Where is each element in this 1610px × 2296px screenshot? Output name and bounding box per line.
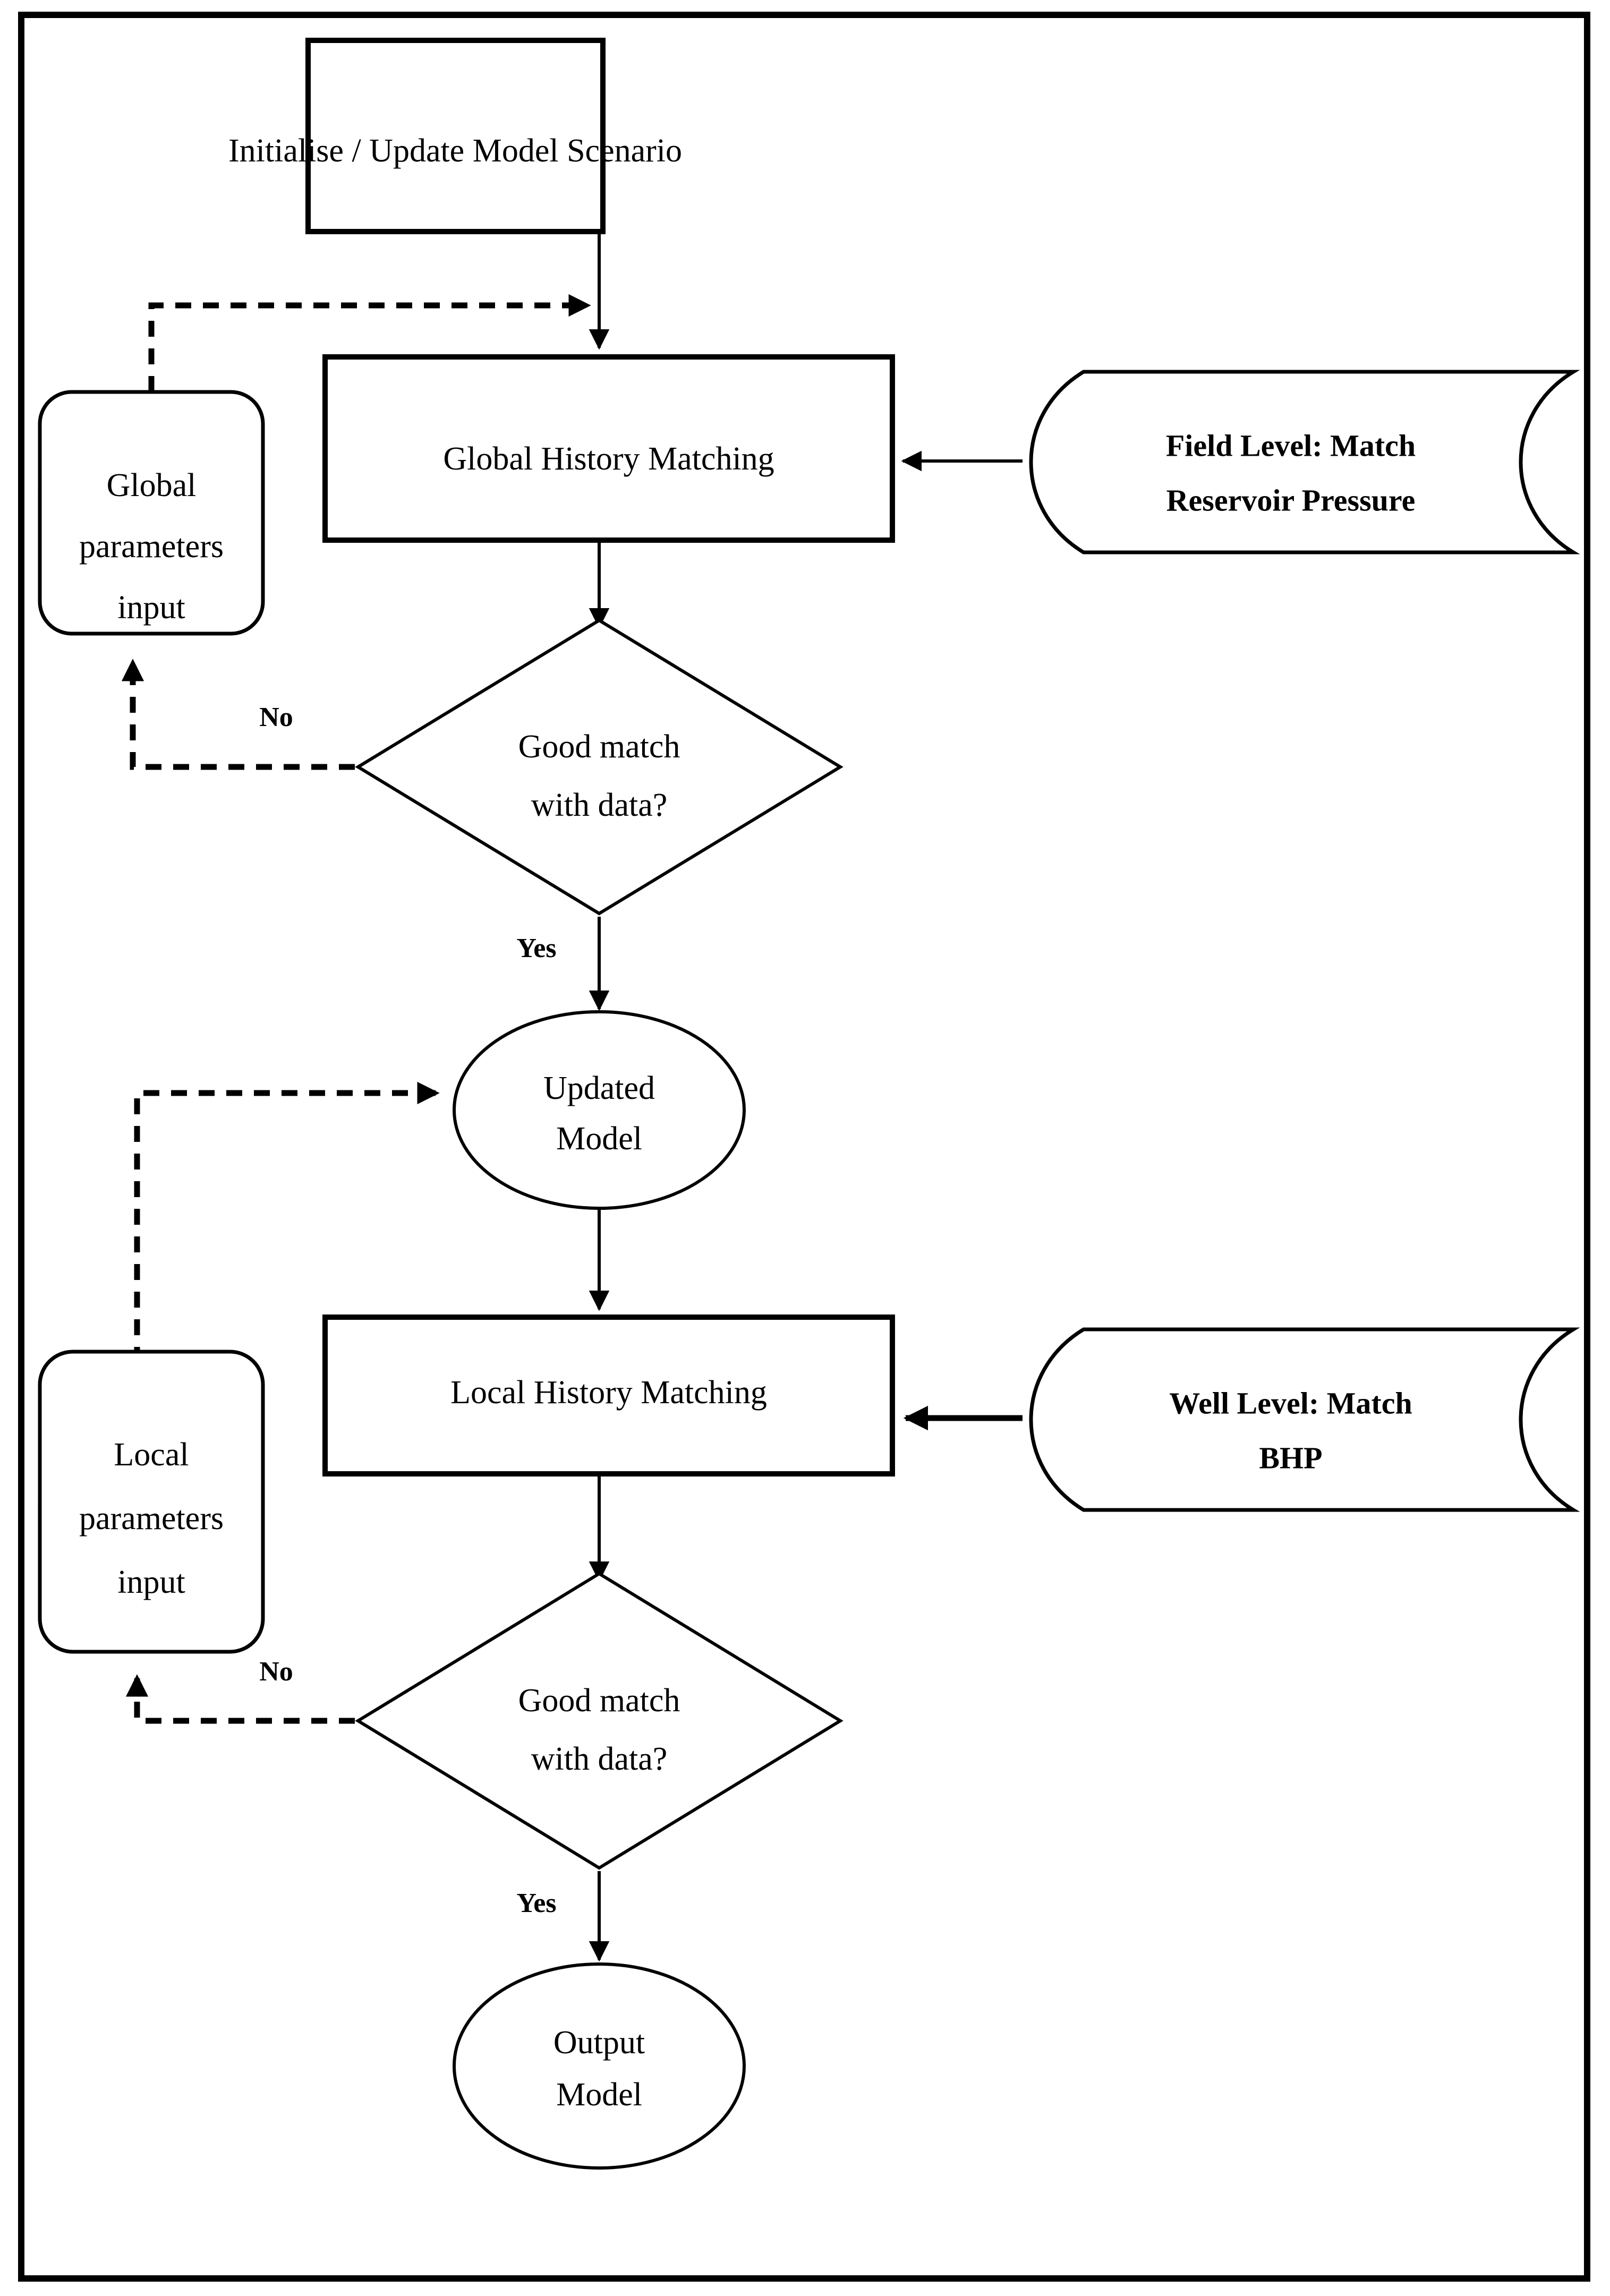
global-params-line2: parameters	[79, 528, 224, 565]
label-local-yes: Yes	[516, 1888, 556, 1918]
node-local-history-matching[interactable]: Local History Matching	[322, 1315, 895, 1476]
decision-global-line2: with data?	[531, 787, 668, 823]
decision-global-line1: Good match	[518, 729, 680, 765]
output-model-ellipse-shape	[453, 1962, 746, 2170]
field-level-line1: Field Level: Match	[1166, 428, 1416, 463]
decision-global-diamond-shape	[355, 618, 844, 916]
node-decision-local-good-match[interactable]: Good match with data?	[355, 1572, 844, 1870]
decision-local-line1: Good match	[518, 1683, 680, 1719]
decision-local-diamond-shape	[355, 1572, 844, 1870]
node-global-parameters-input[interactable]: Global parameters input	[38, 390, 265, 636]
well-level-line2: BHP	[1259, 1440, 1322, 1475]
edge-decision-local-no	[125, 1674, 355, 1724]
label-global-no: No	[259, 702, 293, 732]
initialise-label: Initialise / Update Model Scenario	[228, 133, 682, 169]
global-params-line3: input	[117, 590, 185, 626]
node-initialise-update-model-scenario[interactable]: Initialise / Update Model Scenario	[228, 38, 682, 234]
node-field-level-match-reservoir-pressure[interactable]: Field Level: Match Reservoir Pressure	[1029, 370, 1580, 554]
global-hm-box-shape	[322, 354, 895, 543]
well-level-tape-shape	[1029, 1327, 1580, 1512]
node-decision-global-good-match[interactable]: Good match with data?	[355, 618, 844, 916]
local-hm-label: Local History Matching	[450, 1375, 767, 1411]
label-local-no: No	[259, 1657, 293, 1687]
node-well-level-match-bhp[interactable]: Well Level: Match BHP	[1029, 1327, 1580, 1512]
field-level-tape-shape	[1029, 370, 1580, 554]
local-params-box-shape	[38, 1350, 265, 1654]
initialise-box-shape	[305, 38, 606, 234]
local-params-line3: input	[117, 1564, 185, 1600]
well-level-line1: Well Level: Match	[1169, 1386, 1412, 1420]
output-model-line2: Model	[556, 2077, 642, 2113]
node-output-model[interactable]: Output Model	[453, 1962, 746, 2170]
node-updated-model[interactable]: Updated Model	[453, 1010, 746, 1210]
updated-model-line1: Updated	[543, 1070, 655, 1106]
global-hm-label: Global History Matching	[443, 441, 774, 477]
local-params-line1: Local	[114, 1437, 189, 1473]
edge-decision-global-no	[121, 659, 355, 770]
label-global-yes: Yes	[516, 933, 556, 963]
global-params-line1: Global	[107, 467, 197, 503]
decision-local-line2: with data?	[531, 1741, 668, 1777]
figure-border	[18, 12, 1590, 2282]
output-model-line1: Output	[553, 2025, 645, 2061]
node-global-history-matching[interactable]: Global History Matching	[322, 354, 895, 543]
local-hm-box-shape	[322, 1315, 895, 1476]
updated-model-line2: Model	[556, 1121, 642, 1157]
updated-model-ellipse-shape	[453, 1010, 746, 1210]
node-local-parameters-input[interactable]: Local parameters input	[38, 1350, 265, 1654]
edge-global-params-to-global-hm	[148, 294, 591, 392]
field-level-line2: Reservoir Pressure	[1166, 483, 1416, 517]
local-params-line2: parameters	[79, 1500, 224, 1537]
